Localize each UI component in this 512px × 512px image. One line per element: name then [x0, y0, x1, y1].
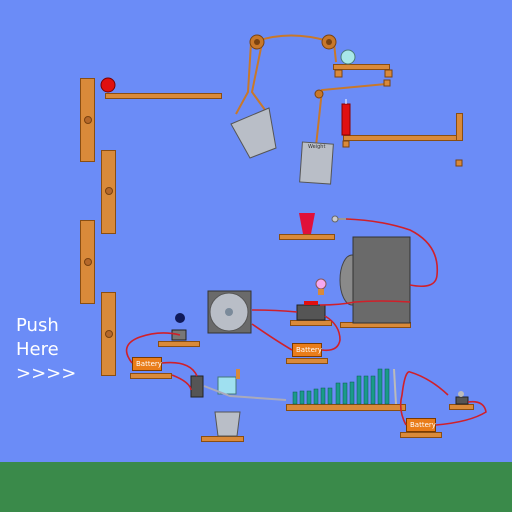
battery-shelf-right[interactable]: [400, 432, 442, 438]
hint-line-1: Push: [16, 315, 59, 336]
pivot-peg: [84, 116, 92, 124]
navy-ball: [175, 313, 185, 323]
battery-shelf-left[interactable]: [130, 373, 172, 379]
nozzle-icon: [331, 215, 339, 223]
fan-switch-shelf[interactable]: [158, 341, 200, 347]
lamp-switch-icon: [455, 396, 469, 405]
red-cup-icon: [299, 213, 315, 234]
pivot-peg: [105, 187, 113, 195]
hint-line-2: Here: [16, 339, 59, 360]
weight-label: Weight: [308, 144, 325, 150]
small-motor: [190, 375, 204, 398]
weight-block: [299, 141, 334, 185]
battery-shelf-center[interactable]: [286, 358, 328, 364]
rope-weight: [315, 83, 387, 147]
pulley-rope-top: [256, 34, 329, 42]
bars-shelf[interactable]: [286, 404, 406, 411]
rope-left: [235, 42, 252, 115]
bar-stack: [292, 368, 390, 405]
battery-left[interactable]: Battery: [132, 357, 162, 371]
battery-center[interactable]: Battery: [292, 343, 322, 357]
switch-icon: [296, 304, 326, 321]
push-here-hint: Push Here >>>>: [16, 314, 76, 386]
red-ball: [100, 77, 116, 93]
pivot-peg: [84, 258, 92, 266]
battery-right[interactable]: Battery: [406, 418, 436, 432]
cyan-ball: [340, 49, 356, 65]
top-right-shelf[interactable]: [333, 64, 390, 70]
candle-icon: [341, 103, 351, 136]
hint-line-3: >>>>: [16, 363, 77, 384]
bucket-icon: [214, 411, 241, 437]
red-wires: [125, 218, 487, 426]
rope-left-b: [250, 42, 269, 115]
top-left-shelf[interactable]: [105, 93, 222, 99]
ground: [0, 462, 512, 512]
hanging-bucket-icon: [230, 107, 277, 159]
lightbulb-icon: [315, 278, 327, 290]
candle-shelf-post[interactable]: [456, 113, 463, 141]
pivot-peg: [105, 330, 113, 338]
rope-anchor: [383, 79, 391, 87]
cup-shelf[interactable]: [279, 234, 335, 240]
pulley-small-icon: [314, 89, 324, 99]
motor-icon: [352, 236, 411, 324]
